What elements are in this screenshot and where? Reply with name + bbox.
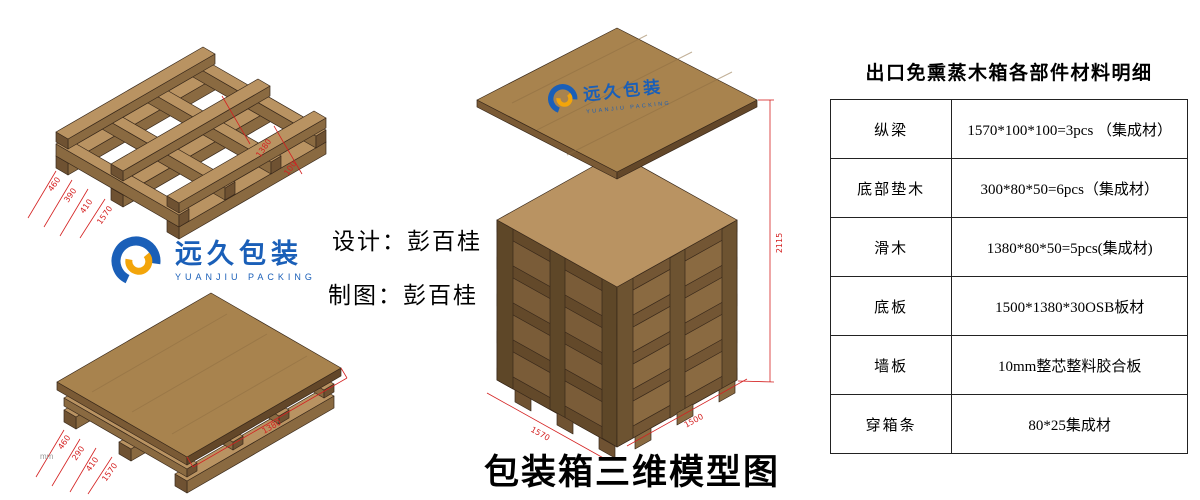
dim-label: 1570 <box>100 461 119 483</box>
part-spec-cell: 300*80*50=6pcs（集成材） <box>951 158 1188 218</box>
dim-label-depth: 1570 <box>529 425 551 443</box>
dim-label: 460 <box>46 175 62 193</box>
pallet-deck-board <box>56 292 342 466</box>
dim-label-height: 2115 <box>775 233 784 253</box>
table-row: 底板 1500*1380*30OSB板材 <box>829 276 1188 336</box>
dim-label: 410 <box>78 197 94 215</box>
part-spec-cell: 1570*100*100=3pcs （集成材） <box>951 99 1188 159</box>
part-spec-cell: 1380*80*50=5pcs(集成材) <box>951 217 1188 277</box>
pallet-frame-top-slats <box>55 46 327 214</box>
part-spec-cell: 80*25集成材 <box>951 394 1188 454</box>
dim-label: 410 <box>84 455 100 473</box>
materials-table-title: 出口免熏蒸木箱各部件材料明细 <box>865 63 1153 84</box>
pallet-frame-skids <box>55 70 327 240</box>
part-name-cell: 纵梁 <box>829 99 953 159</box>
part-name-cell: 穿箱条 <box>829 394 953 454</box>
table-row: 底部垫木 300*80*50=6pcs（集成材） <box>829 158 1188 218</box>
part-name-cell: 墙板 <box>829 335 953 395</box>
unit-note: mm <box>40 452 54 461</box>
part-name-cell: 底板 <box>829 276 953 336</box>
page-title: 包装箱三维模型图 <box>483 453 780 492</box>
dim-label: 1570 <box>95 204 114 226</box>
dim-label: 460 <box>56 433 72 451</box>
logo-text-en: YUANJIU PACKING <box>175 271 316 282</box>
logo-text-cn: 远久包装 <box>175 239 303 270</box>
crate-box <box>496 152 738 459</box>
draft-credit: 制图：彭百桂 <box>328 282 478 308</box>
part-spec-cell: 10mm整芯整料胶合板 <box>951 335 1188 395</box>
dim-label: 290 <box>70 444 86 462</box>
table-row: 穿箱条 80*25集成材 <box>829 394 1188 454</box>
part-spec-cell: 1500*1380*30OSB板材 <box>951 276 1188 336</box>
crate-lid: 远久包装 YUANJIU PACKING <box>476 27 758 180</box>
crate-drawing: 远久包装 YUANJIU PACKING 2115 1500 1570 <box>476 27 784 461</box>
table-row: 墙板 10mm整芯整料胶合板 <box>829 335 1188 395</box>
table-row: 滑木 1380*80*50=5pcs(集成材) <box>829 217 1188 277</box>
part-name-cell: 滑木 <box>829 217 953 277</box>
yuanjiu-logo-icon <box>111 236 161 286</box>
materials-table: 纵梁 1570*100*100=3pcs （集成材） 底部垫木 300*80*5… <box>829 99 1188 454</box>
table-row: 纵梁 1570*100*100=3pcs （集成材） <box>829 99 1188 159</box>
materials-panel: 出口免熏蒸木箱各部件材料明细 纵梁 1570*100*100=3pcs （集成材… <box>829 58 1188 454</box>
pallet-board-drawing: 460 290 410 1570 1380 <box>35 292 348 495</box>
pallet-frame-drawing: 460 390 410 1570 1380 100 <box>27 46 327 240</box>
dim-label: 390 <box>62 186 78 204</box>
part-name-cell: 底部垫木 <box>829 158 953 218</box>
company-logo: 远久包装 YUANJIU PACKING <box>105 230 316 292</box>
design-credit: 设计：彭百桂 <box>332 228 482 254</box>
